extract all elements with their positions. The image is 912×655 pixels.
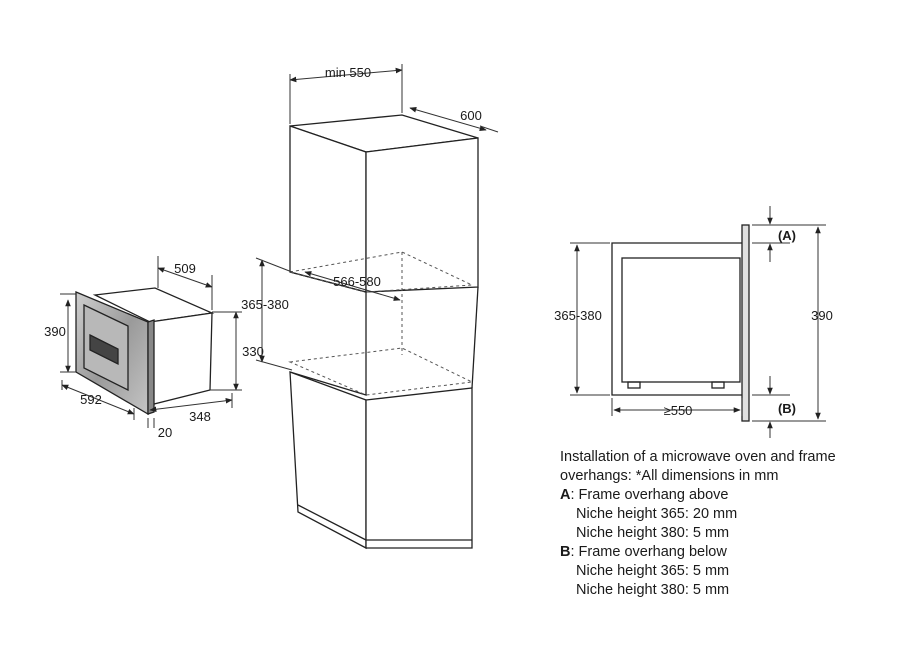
side-view-dimensions <box>570 206 826 438</box>
dim-microwave-height-front: 390 <box>44 324 66 339</box>
notes-a-text: : Frame overhang above <box>570 487 729 503</box>
label-b: (B) <box>778 401 796 416</box>
microwave-drawing <box>75 287 215 416</box>
side-view-drawing <box>611 224 750 422</box>
cabinet-niche <box>288 251 474 396</box>
dim-microwave-depth-top: 509 <box>174 261 196 276</box>
cabinet-drawing <box>289 114 479 550</box>
dim-side-niche-height: 365-380 <box>554 308 602 323</box>
dim-microwave-width-front: 592 <box>80 392 102 407</box>
notes-a-heading: A: Frame overhang above <box>560 486 900 505</box>
dim-cabinet-niche-height: 365-380 <box>241 297 289 312</box>
installation-notes: Installation of a microwave oven and fra… <box>560 448 900 600</box>
dim-microwave-frame-thickness: 20 <box>158 425 172 440</box>
dim-side-frame-height: 390 <box>811 308 833 323</box>
notes-b-line-1: Niche height 365: 5 mm <box>576 563 730 579</box>
notes-a-key: A <box>560 487 571 503</box>
notes-a-line-1: Niche height 365: 20 mm <box>576 506 738 522</box>
notes-a-line-2: Niche height 380: 5 mm <box>576 525 730 541</box>
notes-b-key: B <box>560 544 571 560</box>
notes-b-line-2: Niche height 380: 5 mm <box>576 582 730 598</box>
label-a: (A) <box>778 228 796 243</box>
dim-side-min-depth: ≥550 <box>664 403 693 418</box>
notes-title-line-2: overhangs: *All dimensions in mm <box>560 468 779 484</box>
notes-b-heading: B: Frame overhang below <box>560 543 900 562</box>
dim-cabinet-depth-top: 600 <box>460 108 482 123</box>
notes-title-line-1: Installation of a microwave oven and fra… <box>560 449 836 465</box>
microwave-dimensions <box>60 256 242 428</box>
cabinet-dimensions <box>255 64 499 371</box>
dim-cabinet-width-top: min 550 <box>325 65 371 80</box>
dim-cabinet-niche-width: 566-580 <box>333 274 381 289</box>
dim-microwave-body-height: 330 <box>242 344 264 359</box>
notes-b-text: : Frame overhang below <box>570 544 727 560</box>
dim-microwave-body-depth: 348 <box>189 409 211 424</box>
